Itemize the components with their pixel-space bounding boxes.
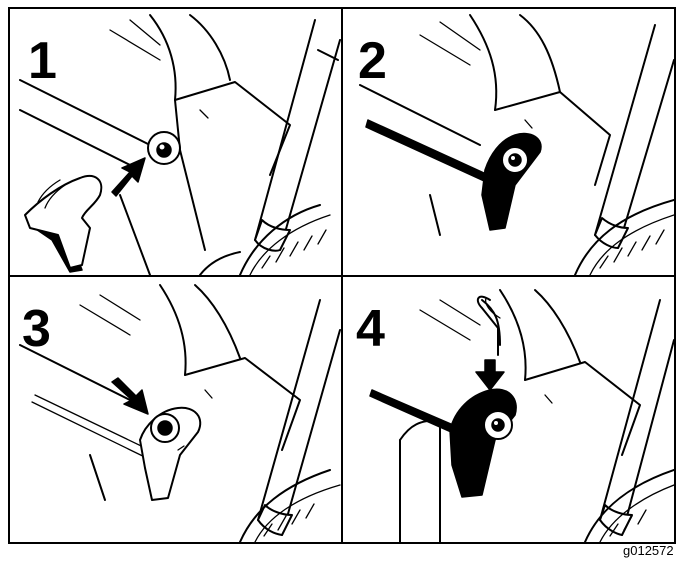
step-number: 4 [356, 300, 385, 358]
step-number: 3 [22, 300, 51, 358]
step-number: 1 [28, 32, 57, 90]
figure-code: g012572 [623, 543, 674, 558]
step-number: 2 [358, 32, 387, 90]
